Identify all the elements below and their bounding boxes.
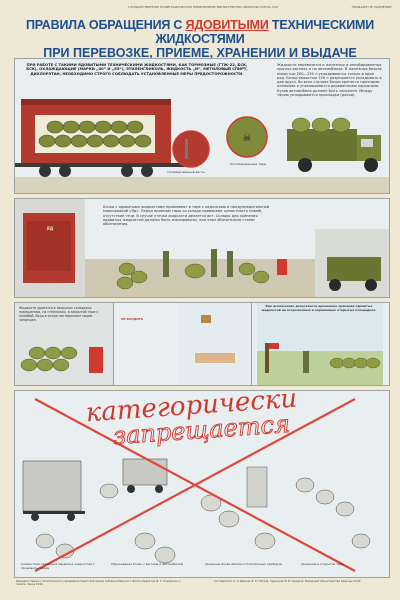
open-storage-caption: Как исключение допускается временное хра…: [261, 304, 377, 312]
storage-illustration: [15, 303, 383, 385]
prohibited-caption-1: Совместная перевозка ядовитых жидкостей …: [21, 562, 95, 570]
transport-panel: ПРИ РАБОТЕ С ТАКИМИ ЯДОВИТЫМИ ТЕХНИЧЕСКИ…: [14, 58, 390, 194]
svg-text:☠: ☠: [243, 133, 252, 144]
title-red-word: ЯДОВИТЫМИ: [185, 18, 269, 32]
publisher-line: ГОСУДАРСТВЕННОЕ ПОЛИГРАФИЧЕСКОЕ ПРЕДПРИЯ…: [128, 5, 278, 9]
intro-text: ПРИ РАБОТЕ С ТАКИМИ ЯДОВИТЫМИ ТЕХНИЧЕСКИ…: [26, 63, 248, 76]
poster-title: ПРАВИЛА ОБРАЩЕНИЯ С ЯДОВИТЫМИ ТЕХНИЧЕСКИ…: [10, 18, 390, 60]
prohibited-illustration: [22, 398, 371, 572]
storage-text: Жидкости хранятся в закрытых складских п…: [19, 306, 99, 322]
transport-rules-text: Жидкости перевозятся в железных и оплоби…: [277, 63, 382, 98]
not-for-sale-label: ПРОДАЖЕ НЕ ПОДЛЕЖИТ: [351, 5, 392, 9]
title-line-2: ПРИ ПЕРЕВОЗКЕ, ПРИЕМЕ, ХРАНЕНИИ И ВЫДАЧЕ: [43, 46, 357, 60]
prohibited-banner: категорически запрещается: [85, 388, 298, 448]
title-part-b: ТЕХНИЧЕСКИМИ ЖИДКОСТЯМИ: [155, 18, 375, 46]
footer-right: Составители: А. А. Иванов, Б. Б. Петров.…: [214, 580, 362, 583]
no-entry-sign: НЕ ВХОДИТЬ: [120, 317, 144, 321]
receiving-panel: Бочки с ядовитыми жидкостями принимают в…: [14, 198, 390, 298]
prohibited-panel: Совместная перевозка ядовитых жидкостей …: [14, 390, 390, 578]
storage-panel: Жидкости хранятся в закрытых складских п…: [14, 302, 390, 386]
warehouse-illustration: [15, 199, 389, 297]
poison-sign: ЯД: [46, 226, 54, 231]
prohibited-caption-2: Сбрасывание бочек с вагонов и автомобиле…: [111, 562, 183, 566]
title-part-a: ПРАВИЛА ОБРАЩЕНИЯ С: [25, 18, 186, 32]
sealed-wagon-label: пломбированный вагон: [167, 170, 205, 174]
sealed-barrels-label: Оплобированные тары: [229, 162, 267, 166]
footer-left: Издание Главного политического управлени…: [16, 580, 181, 586]
receiving-text: Бочки с ядовитыми жидкостями принимают в…: [103, 205, 270, 227]
transport-illustration: ☠: [15, 99, 389, 193]
prohibited-caption-3: Хранение бочек вблизи отопительных прибо…: [205, 562, 283, 566]
prohibited-caption-4: Хранение в открытой таре: [301, 562, 344, 566]
